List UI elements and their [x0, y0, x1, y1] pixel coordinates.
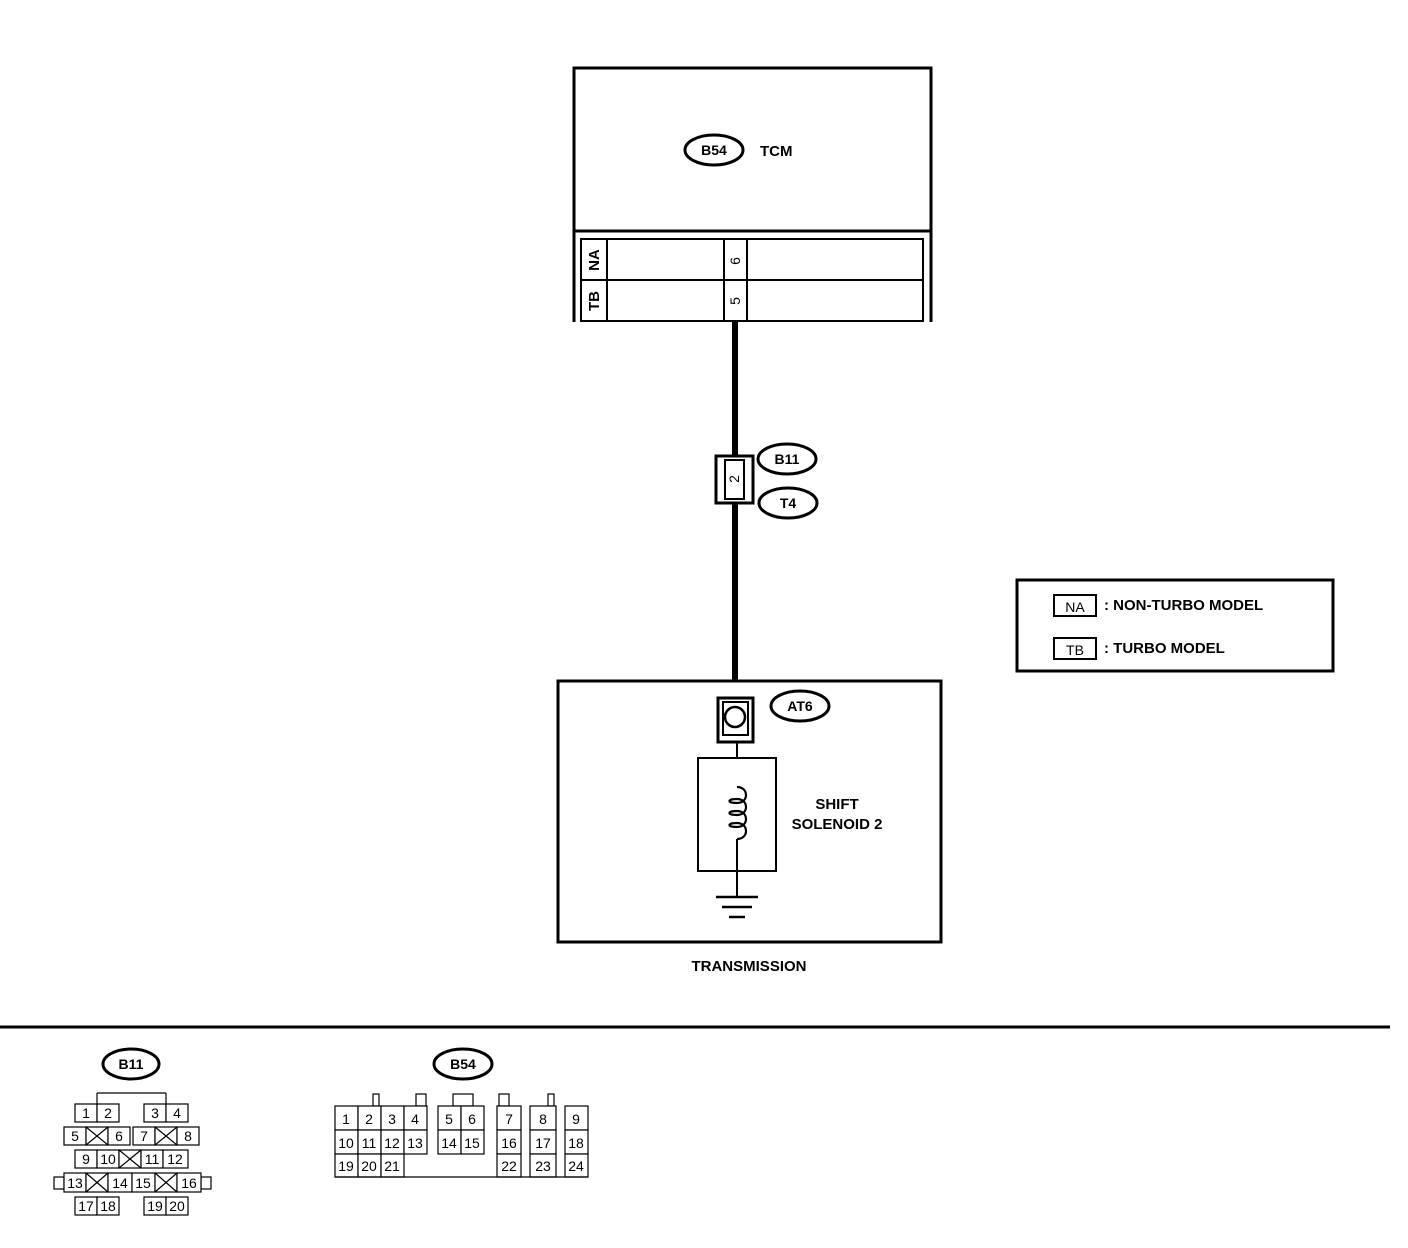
joint-connector-top: B11	[775, 451, 800, 467]
tcm-label: TCM	[760, 143, 793, 160]
joint-connector-bottom: T4	[780, 495, 797, 511]
b54-pin: 17	[535, 1135, 551, 1151]
transmission-label: TRANSMISSION	[691, 958, 806, 975]
b54-pin: 11	[362, 1135, 377, 1151]
solenoid-label-line1: SHIFT	[815, 796, 858, 813]
joint-connector: 2 B11 T4	[714, 442, 819, 520]
b11-pin: 7	[140, 1128, 148, 1144]
b11-view-title: B11	[119, 1056, 144, 1072]
b11-pin: 13	[67, 1175, 83, 1191]
b54-pin: 16	[501, 1135, 517, 1151]
b54-pin: 8	[539, 1111, 547, 1127]
b54-pin: 21	[384, 1158, 400, 1174]
b11-pin: 9	[82, 1151, 90, 1167]
b11-pin: 6	[115, 1128, 123, 1144]
b11-badge	[756, 442, 818, 476]
b11-pin: 14	[112, 1175, 128, 1191]
b54-pin: 10	[338, 1135, 354, 1151]
b54-pin: 13	[407, 1135, 423, 1151]
b11-pin: 18	[100, 1198, 116, 1214]
b11-pin: 5	[71, 1128, 79, 1144]
transmission-connector: AT6	[787, 698, 813, 714]
b11-pin: 12	[167, 1151, 183, 1167]
b11-pin: 15	[135, 1175, 151, 1191]
tcm-connector-id: B54	[701, 142, 727, 158]
legend-na-code: NA	[1065, 599, 1085, 615]
b54-pin: 19	[338, 1158, 354, 1174]
solenoid-coil-icon	[728, 785, 748, 841]
legend: NA : NON-TURBO MODEL TB : TURBO MODEL	[1015, 578, 1335, 673]
variant-tb-pin: 5	[727, 297, 743, 305]
b54-pin: 3	[388, 1111, 396, 1127]
b54-pin: 18	[568, 1135, 584, 1151]
variant-tb-code: TB	[586, 291, 603, 311]
b54-pin: 22	[501, 1158, 517, 1174]
b11-pin: 4	[173, 1105, 181, 1121]
b54-pin: 12	[384, 1135, 400, 1151]
variant-na-code: NA	[586, 249, 603, 271]
t4-badge	[757, 486, 819, 520]
variant-na-pin: 6	[727, 257, 743, 265]
b54-pin: 7	[505, 1111, 513, 1127]
b11-pin: 3	[151, 1105, 159, 1121]
tcm-connector-badge	[683, 133, 745, 167]
b54-pin: 4	[411, 1111, 419, 1127]
b54-connector-view: B54	[334, 1047, 589, 1178]
b11-pin: 2	[104, 1105, 112, 1121]
b11-pin: 19	[147, 1198, 163, 1214]
b54-pin: 23	[535, 1158, 551, 1174]
legend-na-text: : NON-TURBO MODEL	[1104, 597, 1263, 614]
legend-tb-text: : TURBO MODEL	[1104, 640, 1225, 657]
joint-pin: 2	[726, 475, 742, 483]
b54-pin: 15	[464, 1135, 480, 1151]
b54-pin: 24	[568, 1158, 584, 1174]
transmission-unit: AT6 SHIFT SOLENOID 2	[556, 679, 943, 944]
solenoid-label-line2: SOLENOID 2	[792, 816, 883, 833]
b54-view-title: B54	[450, 1056, 476, 1072]
b54-pin: 5	[445, 1111, 453, 1127]
b11-pin: 16	[181, 1175, 197, 1191]
b54-pin: 1	[342, 1111, 350, 1127]
b11-pin: 11	[145, 1151, 160, 1167]
at6-badge	[769, 689, 831, 723]
b54-pin: 9	[572, 1111, 580, 1127]
ground-icon	[716, 895, 758, 919]
b11-connector-view: B11 1 2 3 4 5 6 7 8	[53, 1047, 212, 1216]
b11-pin: 20	[169, 1198, 185, 1214]
b11-pin: 10	[100, 1151, 116, 1167]
b11-pin: 1	[82, 1105, 90, 1121]
b11-pin: 8	[184, 1128, 192, 1144]
legend-tb-code: TB	[1066, 642, 1084, 658]
tcm-unit: B54 TCM NA TB 6 5	[572, 66, 933, 322]
b11-pin: 17	[78, 1198, 94, 1214]
b54-pin: 14	[441, 1135, 457, 1151]
b54-pin: 2	[365, 1111, 373, 1127]
b54-pin: 20	[361, 1158, 377, 1174]
b54-pin: 6	[468, 1111, 476, 1127]
